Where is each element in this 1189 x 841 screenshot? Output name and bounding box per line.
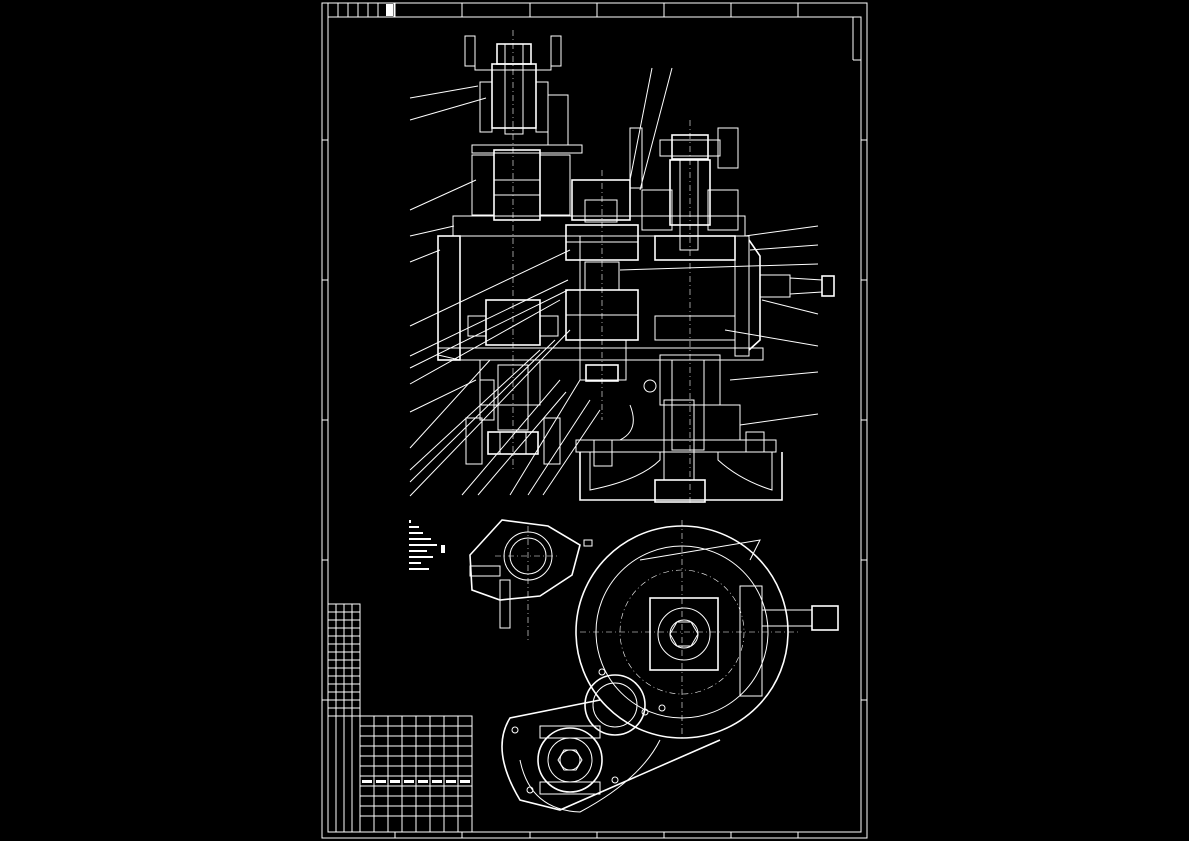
drawing-code-box bbox=[327, 2, 395, 18]
left-spindle-assembly bbox=[464, 35, 583, 221]
part-leaders-left bbox=[409, 85, 601, 497]
left-lower-shaft bbox=[465, 299, 561, 465]
section-view-main bbox=[409, 30, 835, 505]
part-leaders-right bbox=[619, 67, 819, 426]
parts-list-table bbox=[327, 603, 361, 833]
middle-gear-shaft bbox=[565, 179, 639, 382]
zone-markers bbox=[322, 3, 867, 838]
right-spindle-assembly bbox=[629, 127, 739, 451]
title-block bbox=[359, 715, 473, 833]
cam-detail-view bbox=[469, 519, 593, 640]
side-handle bbox=[759, 274, 835, 298]
corner-box bbox=[852, 17, 861, 61]
plan-view bbox=[501, 520, 839, 813]
technical-notes bbox=[409, 520, 445, 570]
base-housing bbox=[575, 399, 783, 503]
